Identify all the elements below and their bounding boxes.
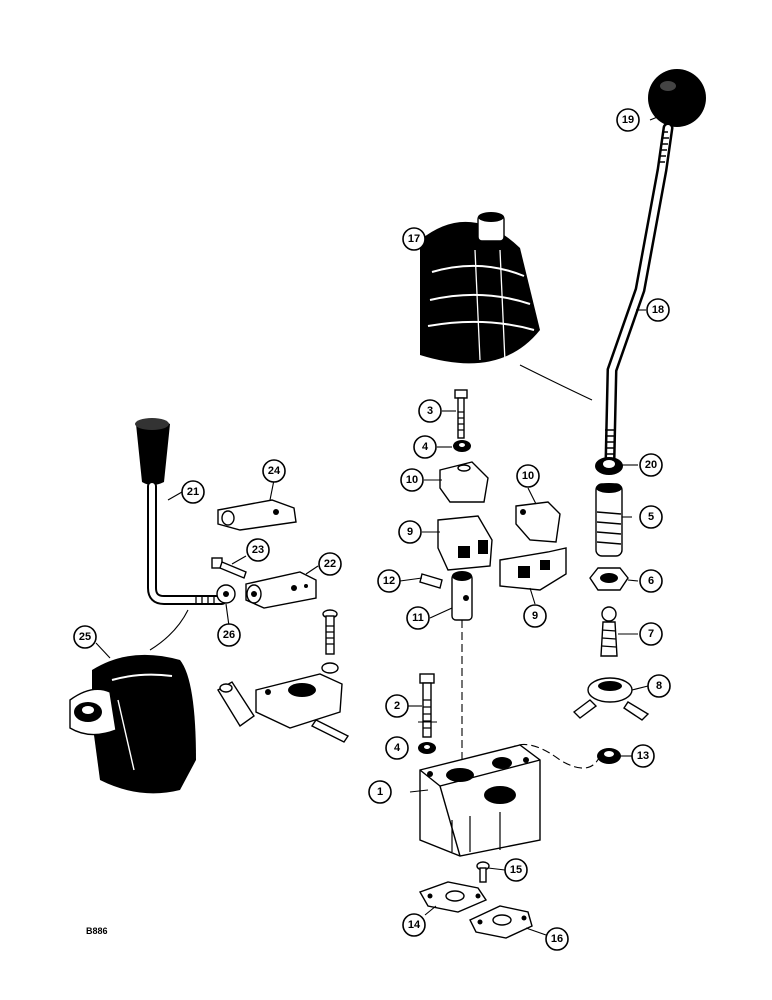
callout-17: 17 <box>402 227 426 251</box>
callout-label: 21 <box>187 486 199 498</box>
callout-label: 4 <box>394 742 401 754</box>
callout-20: 20 <box>639 453 663 477</box>
valve-body-1 <box>419 744 541 857</box>
callout-label: 8 <box>656 680 662 692</box>
callout-5: 5 <box>639 505 663 529</box>
pivot-11 <box>451 571 473 621</box>
clevis-22 <box>245 571 317 609</box>
callout-8: 8 <box>647 674 671 698</box>
nut-20 <box>595 457 623 475</box>
lever-21 <box>147 481 227 605</box>
callout-label: 12 <box>383 575 395 587</box>
callout-2: 2 <box>385 694 409 718</box>
callout-4-bottom: 4 <box>385 736 409 760</box>
link-left <box>217 681 255 728</box>
knob-21 <box>135 418 170 485</box>
pin-12 <box>419 573 443 589</box>
bracket-10-left <box>439 461 489 503</box>
callout-label: 26 <box>223 629 235 641</box>
nut-26 <box>216 584 236 604</box>
block-9-left <box>437 515 493 571</box>
callout-24: 24 <box>262 459 286 483</box>
washer-4-bottom <box>418 742 436 754</box>
callout-7: 7 <box>639 622 663 646</box>
callout-22: 22 <box>318 552 342 576</box>
callout-21: 21 <box>181 480 205 504</box>
collar-8 <box>572 677 650 721</box>
callout-13: 13 <box>631 744 655 768</box>
gasket-14 <box>418 881 488 913</box>
callout-label: 16 <box>551 933 563 945</box>
callout-label: 18 <box>652 304 664 316</box>
boot-25 <box>69 654 196 794</box>
bracket-base <box>255 673 343 729</box>
callout-11: 11 <box>406 606 430 630</box>
sleeve-5 <box>595 483 623 557</box>
callout-6: 6 <box>639 569 663 593</box>
callout-1: 1 <box>368 780 392 804</box>
callout-label: 22 <box>324 558 336 570</box>
block-9-right <box>499 547 567 591</box>
callout-26: 26 <box>217 623 241 647</box>
lever-rod-18 <box>604 122 674 466</box>
bolt-2 <box>419 673 435 738</box>
callout-9-left: 9 <box>398 520 422 544</box>
screw-vertical <box>321 609 339 674</box>
callout-label: 14 <box>408 919 421 931</box>
screw-23 <box>211 557 247 579</box>
callout-label: 10 <box>522 470 534 482</box>
callout-9-right: 9 <box>523 604 547 628</box>
callout-label: 7 <box>648 628 654 640</box>
callout-label: 1 <box>377 786 383 798</box>
callout-label: 13 <box>637 750 649 762</box>
callout-label: 20 <box>645 459 657 471</box>
callout-25: 25 <box>73 625 97 649</box>
callout-4-top: 4 <box>413 435 437 459</box>
callout-23: 23 <box>246 538 270 562</box>
callout-12: 12 <box>377 569 401 593</box>
callout-10-right: 10 <box>516 464 540 488</box>
ball-stud-7 <box>600 606 618 657</box>
figure-code: B886 <box>86 926 108 936</box>
callout-label: 5 <box>648 511 654 523</box>
gasket-16 <box>469 905 533 939</box>
bracket-10-right <box>515 501 561 543</box>
callout-label: 3 <box>427 405 433 417</box>
callout-label: 2 <box>394 700 400 712</box>
callout-label: 9 <box>407 526 413 538</box>
callout-3: 3 <box>418 399 442 423</box>
callout-label: 6 <box>648 575 654 587</box>
boot-17 <box>420 212 540 364</box>
callout-18: 18 <box>646 298 670 322</box>
callout-label: 24 <box>268 465 281 477</box>
bolt-3 <box>454 389 468 439</box>
callout-label: 4 <box>422 441 429 453</box>
clevis-24 <box>217 499 297 531</box>
callout-16: 16 <box>545 927 569 951</box>
callout-label: 11 <box>412 612 424 624</box>
callout-label: 19 <box>622 114 634 126</box>
callout-label: 25 <box>79 631 91 643</box>
callout-14: 14 <box>402 913 426 937</box>
screw-15 <box>476 861 490 883</box>
washer-4-top <box>453 440 471 452</box>
callout-10-left: 10 <box>400 468 424 492</box>
callout-label: 17 <box>408 233 420 245</box>
callout-label: 9 <box>532 610 538 622</box>
pin-right <box>310 719 350 743</box>
callout-19: 19 <box>616 108 640 132</box>
knob-19 <box>648 69 706 127</box>
nut-13 <box>597 748 621 764</box>
callout-label: 10 <box>406 474 418 486</box>
callout-label: 15 <box>510 864 522 876</box>
callout-15: 15 <box>504 858 528 882</box>
nut-6 <box>589 567 629 591</box>
callout-label: 23 <box>252 544 264 556</box>
